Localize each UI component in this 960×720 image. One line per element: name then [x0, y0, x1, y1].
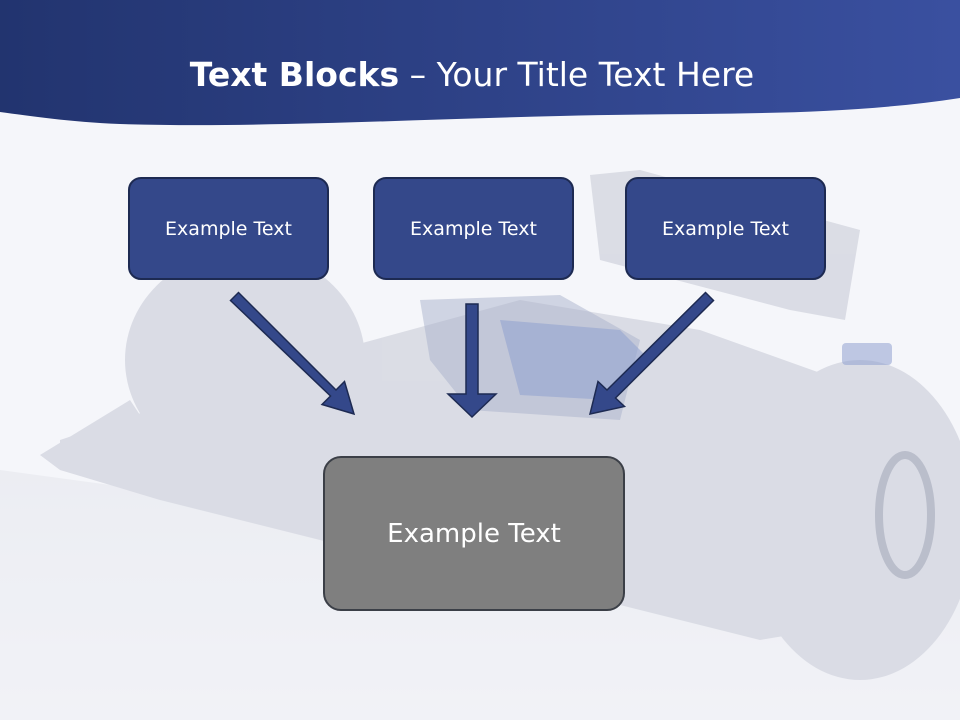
arrow-center-icon: [446, 303, 498, 419]
slide-title: Text Blocks – Your Title Text Here: [0, 52, 944, 98]
title-separator: –: [399, 55, 437, 94]
main-text-block[interactable]: Example Text: [323, 456, 625, 611]
text-block-2[interactable]: Example Text: [373, 177, 574, 280]
arrow-left-icon: [229, 291, 356, 416]
title-rest: Your Title Text Here: [436, 55, 755, 94]
arrow-right-icon: [588, 291, 715, 415]
text-block-3[interactable]: Example Text: [625, 177, 826, 280]
text-block-1[interactable]: Example Text: [128, 177, 329, 280]
title-bold: Text Blocks: [189, 55, 400, 94]
